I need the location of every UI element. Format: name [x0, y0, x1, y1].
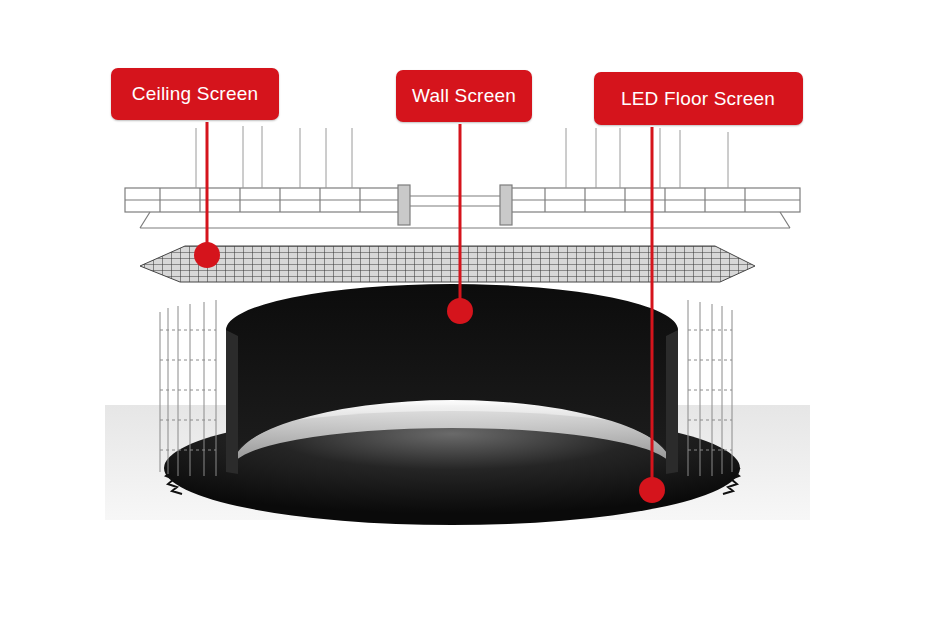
ceiling-truss [125, 185, 800, 228]
callout-label: Ceiling Screen [111, 68, 279, 120]
truss-beam [500, 185, 512, 225]
callout-dot [194, 242, 220, 268]
truss-struts [160, 188, 745, 212]
callout-dot [639, 477, 665, 503]
leader-line [459, 124, 462, 305]
wall-screen [226, 284, 678, 472]
frame-bar [168, 308, 169, 474]
label-text: Wall Screen [412, 85, 516, 107]
wire [196, 126, 728, 188]
frame-bar [722, 306, 723, 474]
callout-label: LED Floor Screen [594, 72, 803, 125]
leader-line [206, 122, 209, 250]
truss-beam [398, 185, 410, 225]
wall-edge [226, 330, 678, 474]
hanging-wires [196, 126, 728, 188]
callout-dot [447, 298, 473, 324]
label-text: Ceiling Screen [132, 83, 258, 105]
frame-bar [160, 312, 161, 472]
ceiling-screen-grid [140, 246, 755, 282]
leaders [194, 122, 665, 503]
callout-label: Wall Screen [396, 70, 532, 122]
truss-rails [125, 196, 800, 228]
frame-bar [732, 310, 733, 472]
leader-line [651, 127, 654, 484]
label-text: LED Floor Screen [621, 88, 775, 110]
